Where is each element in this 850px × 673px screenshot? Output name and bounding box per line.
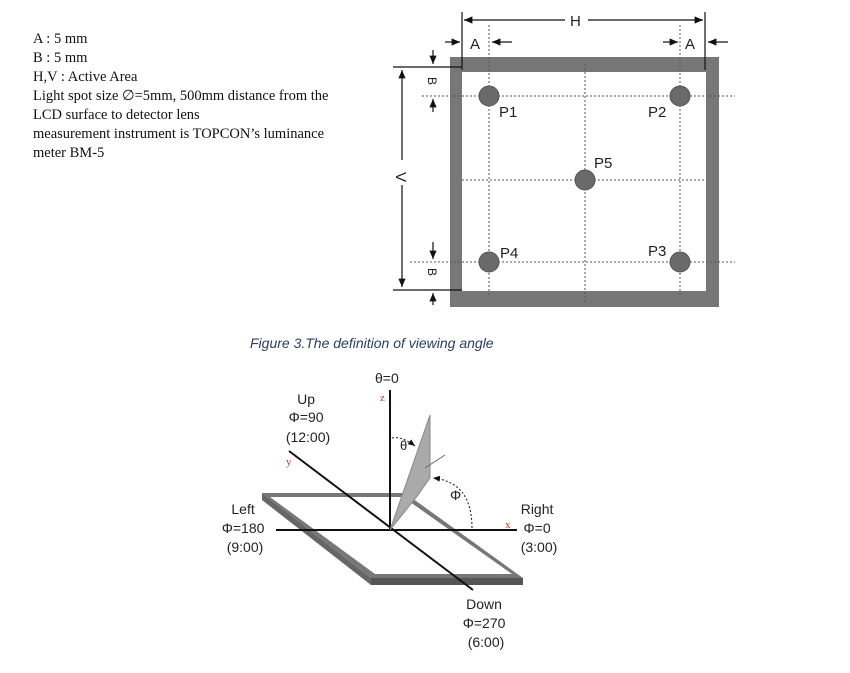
viewing-angle-diagram: θ=0 θ Φ Up Φ=90 (12:00) Left Φ=180 (9:00…: [222, 370, 558, 650]
measurement-notes: A : 5 mm B : 5 mm H,V : Active Area Ligh…: [33, 30, 328, 163]
point-p3-marker: [669, 251, 691, 273]
lcd-panel-side: [371, 578, 523, 585]
right-angle: Φ=0: [523, 520, 550, 536]
axis-y-label: y: [286, 456, 292, 468]
theta-zero-label: θ=0: [375, 370, 399, 386]
left-direction: Left: [231, 501, 254, 517]
note-line: B : 5 mm: [33, 50, 88, 66]
point-p1-label: P1: [499, 104, 517, 121]
point-p1-marker: [478, 85, 500, 107]
note-line: Light spot size ∅=5mm, 500mm distance fr…: [33, 88, 329, 104]
up-direction: Up: [297, 391, 315, 407]
down-angle: Φ=270: [463, 615, 506, 631]
point-p4-marker: [478, 251, 500, 273]
point-p5-marker: [574, 169, 596, 191]
up-label: Up Φ=90 (12:00): [286, 391, 330, 445]
point-p2-label: P2: [648, 104, 666, 121]
lcd-panel-surface: [270, 497, 512, 574]
up-angle: Φ=90: [289, 409, 324, 425]
left-label: Left Φ=180 (9:00): [222, 501, 269, 555]
down-label: Down Φ=270 (6:00): [463, 596, 510, 650]
note-line: measurement instrument is TOPCON’s lumin…: [33, 126, 325, 142]
right-direction: Right: [521, 501, 554, 517]
point-p4-label: P4: [500, 245, 518, 262]
axis-x-label: x: [505, 519, 511, 531]
note-line: A : 5 mm: [33, 31, 88, 47]
dim-v-label: V: [392, 172, 409, 182]
left-clock: (9:00): [227, 539, 264, 555]
phi-label: Φ: [450, 487, 461, 503]
point-p2-marker: [669, 85, 691, 107]
note-line: H,V : Active Area: [33, 69, 138, 85]
right-label: Right Φ=0 (3:00): [521, 501, 558, 555]
dim-a-right-label: A: [685, 36, 695, 53]
up-clock: (12:00): [286, 429, 330, 445]
axis-z-label: z: [380, 392, 385, 404]
lcd-panel-left-side: [262, 493, 371, 585]
point-p3-label: P3: [648, 243, 666, 260]
right-clock: (3:00): [521, 539, 558, 555]
note-line: meter BM-5: [33, 145, 105, 161]
y-axis: [288, 450, 474, 591]
phi-arc: [432, 475, 473, 529]
theta-arc: [391, 437, 416, 447]
note-line: LCD surface to detector lens: [33, 107, 200, 123]
point-p5-label: P5: [594, 155, 612, 172]
dim-b-bottom-label: B: [425, 268, 439, 276]
viewing-plane: [389, 414, 431, 531]
measurement-point-diagram: P1 P2 P5 P4 P3 H A A: [392, 12, 735, 307]
theta-label: θ: [400, 438, 407, 453]
down-clock: (6:00): [468, 634, 505, 650]
left-angle: Φ=180: [222, 520, 265, 536]
dim-h-label: H: [570, 13, 581, 30]
dim-a-left-label: A: [470, 36, 480, 53]
down-direction: Down: [466, 596, 502, 612]
dim-b-top-label: B: [425, 77, 439, 85]
figure-caption: Figure 3.The definition of viewing angle: [250, 335, 494, 351]
